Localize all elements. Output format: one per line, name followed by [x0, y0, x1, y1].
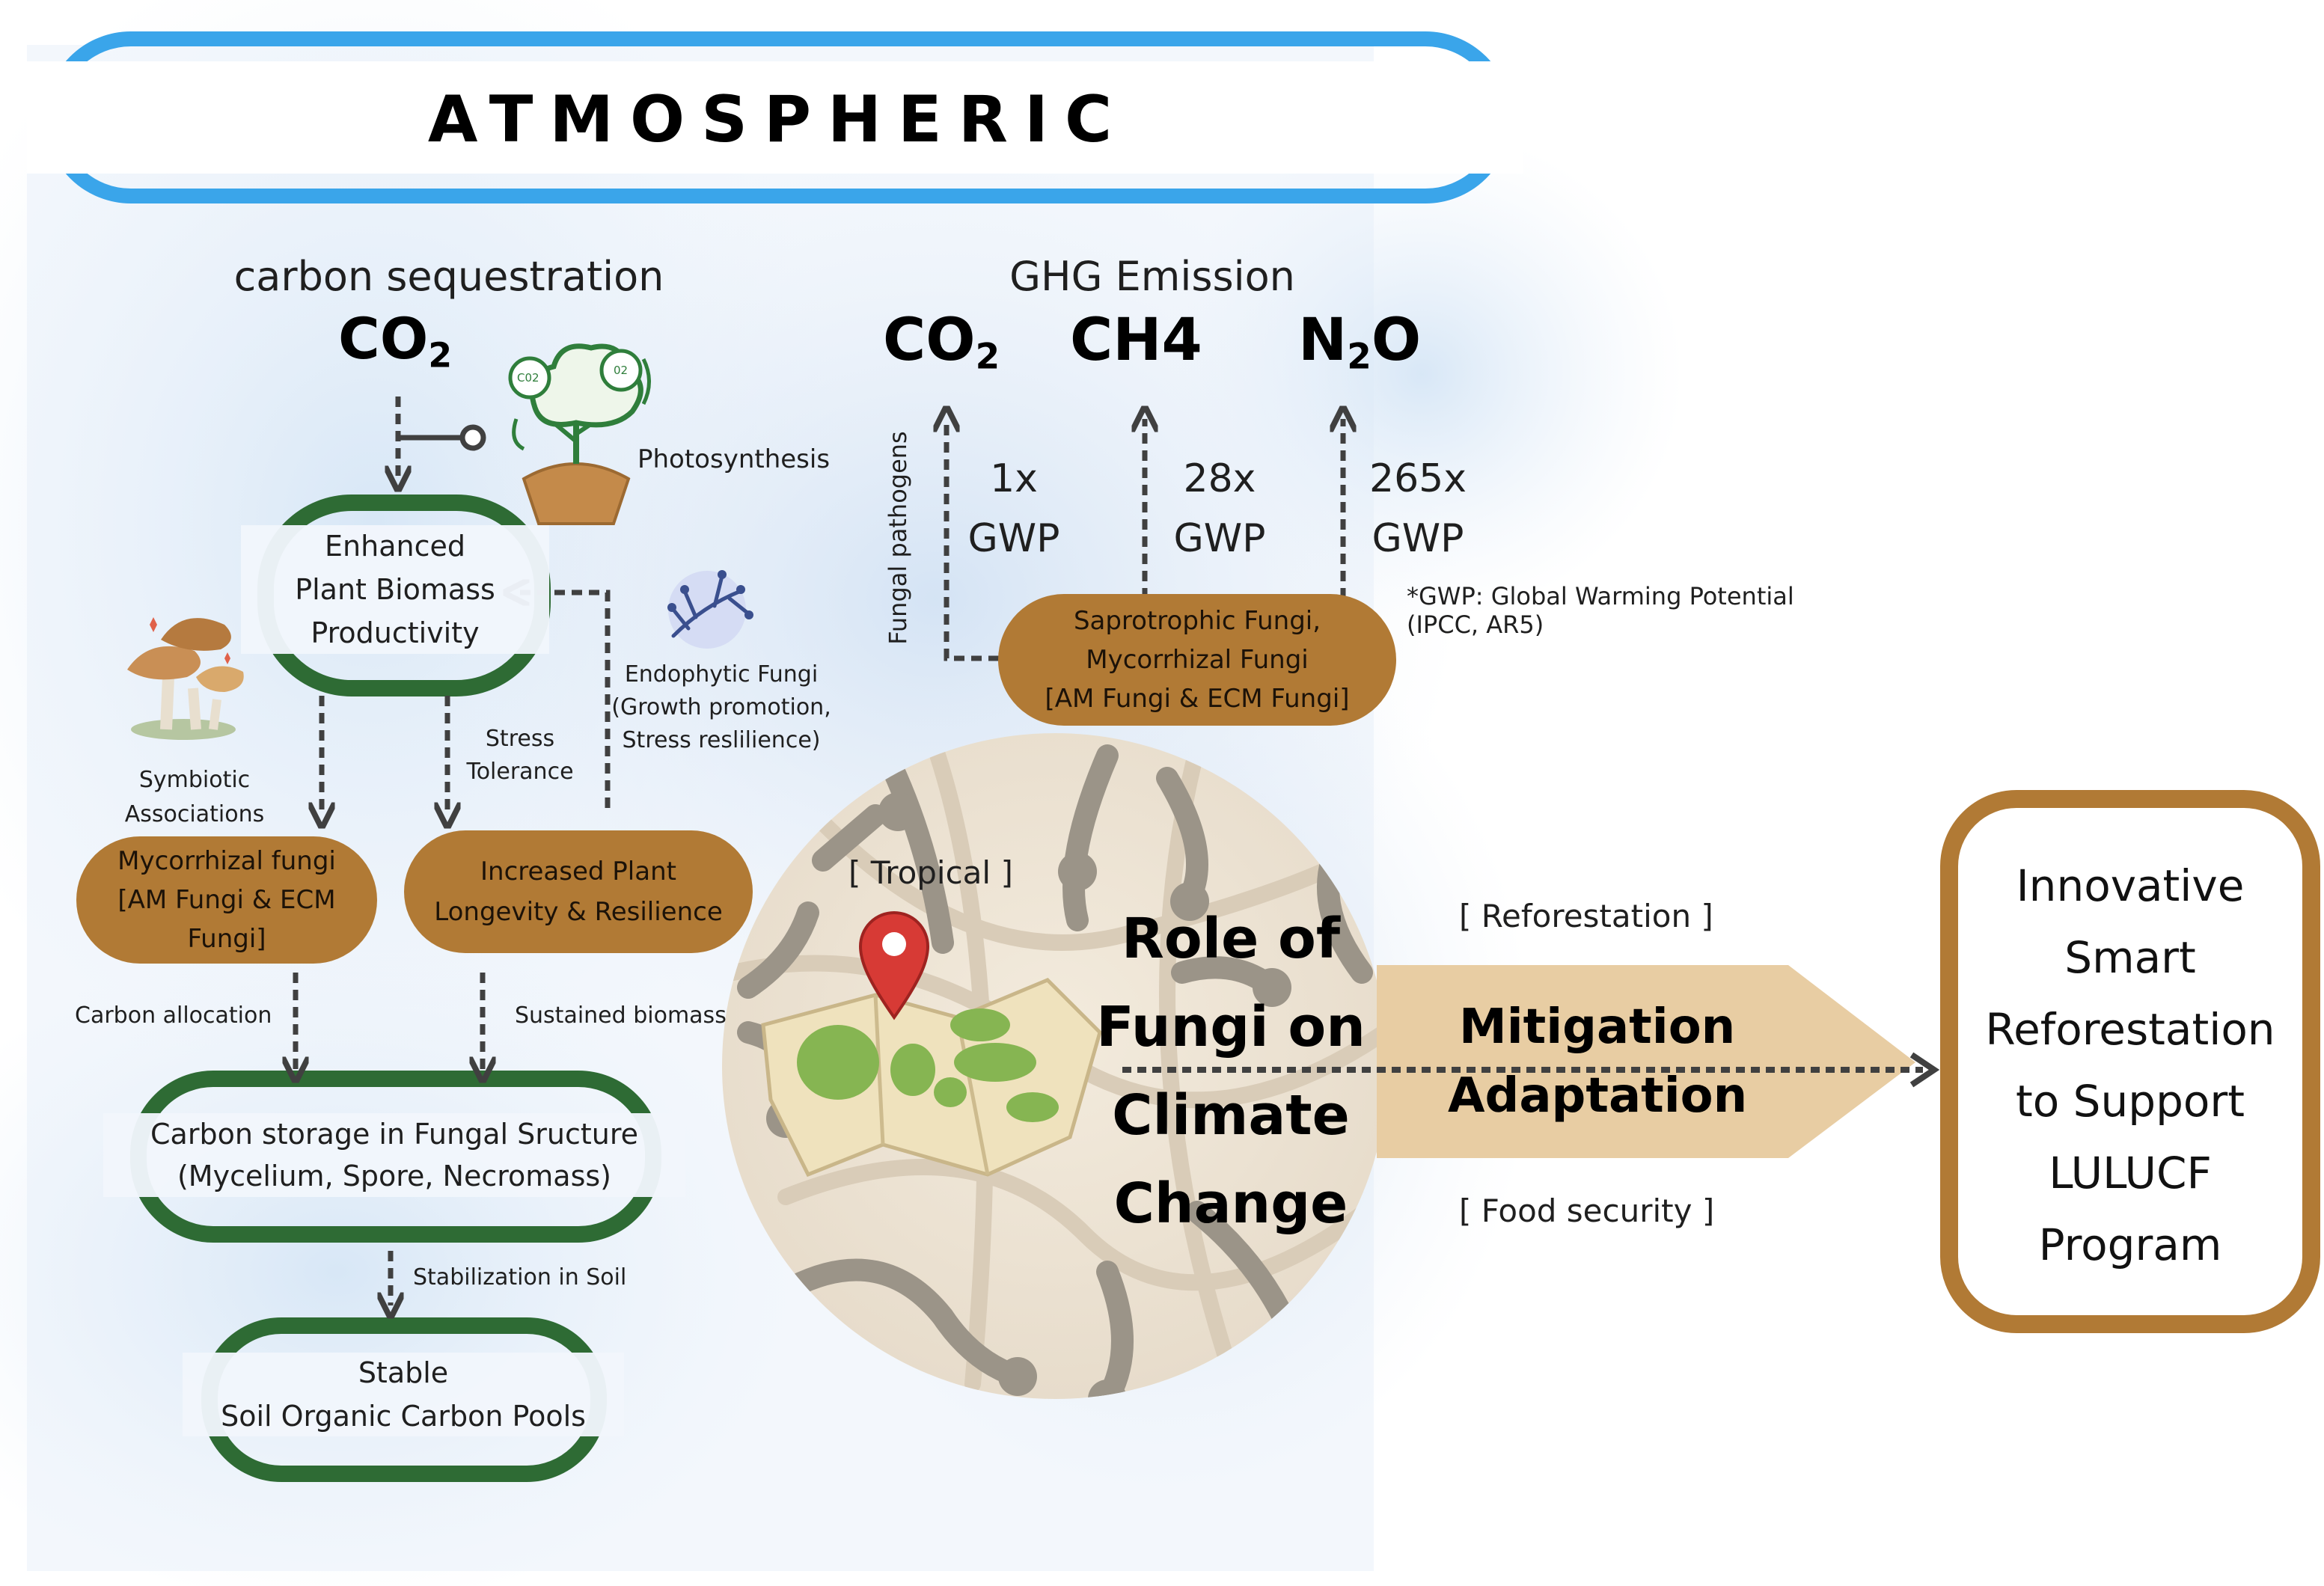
stress-tolerance-label: Stress Tolerance [449, 723, 591, 789]
result-line-6: Program [2038, 1219, 2222, 1270]
ghg-heading: GHG Emission [1009, 253, 1295, 300]
result-line-3: Reforestation [1985, 1004, 2275, 1055]
tropical-label: [ Tropical ] [848, 854, 1013, 891]
result-line-1: Innovative [2016, 860, 2245, 911]
mycorrhizal-pill-text: Mycorrhizal fungi [AM Fungi & ECM Fungi] [76, 836, 377, 964]
tree-icon-co2-text: C02 [517, 371, 539, 385]
ch4-gwp-factor: 28x [1183, 456, 1256, 501]
longevity-line-1: Increased Plant [480, 857, 676, 887]
storage-line-1: Carbon storage in Fungal Sructure [150, 1118, 638, 1151]
tree-icon [508, 343, 651, 525]
photosynthesis-label: Photosynthesis [637, 444, 831, 474]
longevity-pill [404, 830, 753, 953]
role-title-line-4: Change [1113, 1172, 1348, 1236]
adaptation-label: Adaptation [1448, 1068, 1748, 1124]
mitigation-arrow-shape [1377, 965, 1915, 1158]
stress-line-1: Stress [485, 726, 555, 752]
header-frame [27, 31, 1523, 203]
mitigation-connector-arrowhead [1909, 1052, 1940, 1088]
n2o-gwp-factor: 265x [1369, 456, 1467, 501]
mushroom-icon [127, 617, 244, 740]
co2-gwp-factor: 1x [990, 456, 1038, 501]
mitigation-label: Mitigation [1459, 999, 1736, 1055]
ghg-co2-label: CO2 [883, 307, 1000, 378]
co2-gwp-unit: GWP [967, 516, 1060, 561]
ch4-gwp-label: 28x GWP [1156, 449, 1283, 569]
header-title: ATMOSPHERIC [427, 82, 1129, 157]
world-map-icon [761, 911, 1102, 1178]
carbon-storage-box: Carbon storage in Fungal Sructure (Mycel… [103, 1113, 685, 1197]
reforestation-label: [ Reforestation ] [1459, 898, 1713, 934]
mycorrhizal-pill [76, 836, 377, 964]
symbiotic-label: Symbiotic Associations [105, 763, 284, 832]
sustained-biomass-label: Sustained biomass [515, 1002, 727, 1029]
gwp-note: *GWP: Global Warming Potential (IPCC, AR… [1407, 582, 1794, 639]
mycorrhizal-line-1: Mycorrhizal fungi [117, 846, 336, 876]
stable-line-1: Stable [358, 1356, 449, 1389]
endophytic-line-3: Stress reslilience) [622, 727, 821, 753]
fungal-pathogens-label: Fungal pathogens [884, 431, 912, 645]
co2-gwp-label: 1x GWP [950, 449, 1077, 569]
storage-line-2: (Mycelium, Spore, Necromass) [177, 1160, 612, 1192]
food-security-label: [ Food security ] [1459, 1192, 1715, 1229]
role-title-line-1: Role of [1121, 907, 1341, 971]
enhanced-biomass-box: Enhanced Plant Biomass Productivity [241, 525, 549, 654]
arrow-pathogens-co2 [947, 419, 999, 661]
enhanced-line-2: Plant Biomass [295, 573, 495, 606]
stabilization-label: Stabilization in Soil [413, 1264, 627, 1290]
n2o-gwp-label: 265x GWP [1354, 449, 1481, 569]
saprotrophic-pill [998, 594, 1396, 726]
role-title-line-2: Fungi on [1096, 995, 1366, 1059]
role-title-line-3: Climate [1112, 1083, 1350, 1148]
ch4-gwp-unit: GWP [1173, 516, 1266, 561]
saprotrophic-pill-text: Saprotrophic Fungi, Mycorrhizal Fungi [A… [998, 594, 1396, 726]
longevity-line-2: Longevity & Resilience [434, 897, 723, 927]
stress-line-2: Tolerance [466, 759, 574, 785]
enhanced-line-1: Enhanced [325, 530, 465, 563]
longevity-pill-text: Increased Plant Longevity & Resilience [404, 830, 753, 953]
enhanced-line-3: Productivity [311, 616, 480, 649]
result-line-4: to Support [2016, 1076, 2245, 1127]
saprotrophic-line-2: Mycorrhizal Fungi [1086, 645, 1309, 675]
saprotrophic-line-1: Saprotrophic Fungi, [1073, 606, 1321, 636]
result-line-2: Smart [2064, 932, 2196, 983]
tree-icon-o2-text: 02 [614, 364, 629, 377]
carbon-allocation-label: Carbon allocation [75, 1002, 272, 1029]
endophytic-line-1: Endophytic Fungi [624, 661, 819, 688]
stable-line-2: Soil Organic Carbon Pools [221, 1400, 586, 1433]
sequestration-co2-label: CO2 [338, 305, 453, 376]
endophytic-line-2: (Growth promotion, [611, 694, 831, 720]
role-of-fungi-title: Role of Fungi on Climate Change [1070, 895, 1392, 1248]
stable-soil-carbon-box: Stable Soil Organic Carbon Pools [183, 1353, 624, 1436]
symbiotic-line-1: Symbiotic [138, 767, 251, 793]
ghg-ch4-label: CH4 [1070, 307, 1202, 374]
gwp-note-line-2: (IPCC, AR5) [1407, 610, 1544, 639]
result-line-5: LULUCF [2049, 1148, 2212, 1198]
symbiotic-line-2: Associations [124, 801, 265, 827]
sequestration-heading: carbon sequestration [233, 253, 664, 300]
n2o-gwp-unit: GWP [1372, 516, 1464, 561]
photosynthesis-connector-node [459, 424, 486, 451]
gwp-note-line-1: *GWP: Global Warming Potential [1407, 582, 1794, 610]
mycorrhizal-line-3: Fungi] [187, 924, 266, 954]
result-box-frame [1940, 790, 2320, 1333]
result-box-text: Innovative Smart Reforestation to Suppor… [1949, 850, 2311, 1281]
mycorrhizal-line-2: [AM Fungi & ECM [117, 885, 336, 915]
endophytic-fungi-icon [667, 570, 753, 649]
saprotrophic-line-3: [AM Fungi & ECM Fungi] [1045, 684, 1350, 714]
ghg-n2o-label: N2O [1298, 307, 1422, 378]
endophytic-fungi-label: Endophytic Fungi (Growth promotion, Stre… [609, 658, 834, 757]
